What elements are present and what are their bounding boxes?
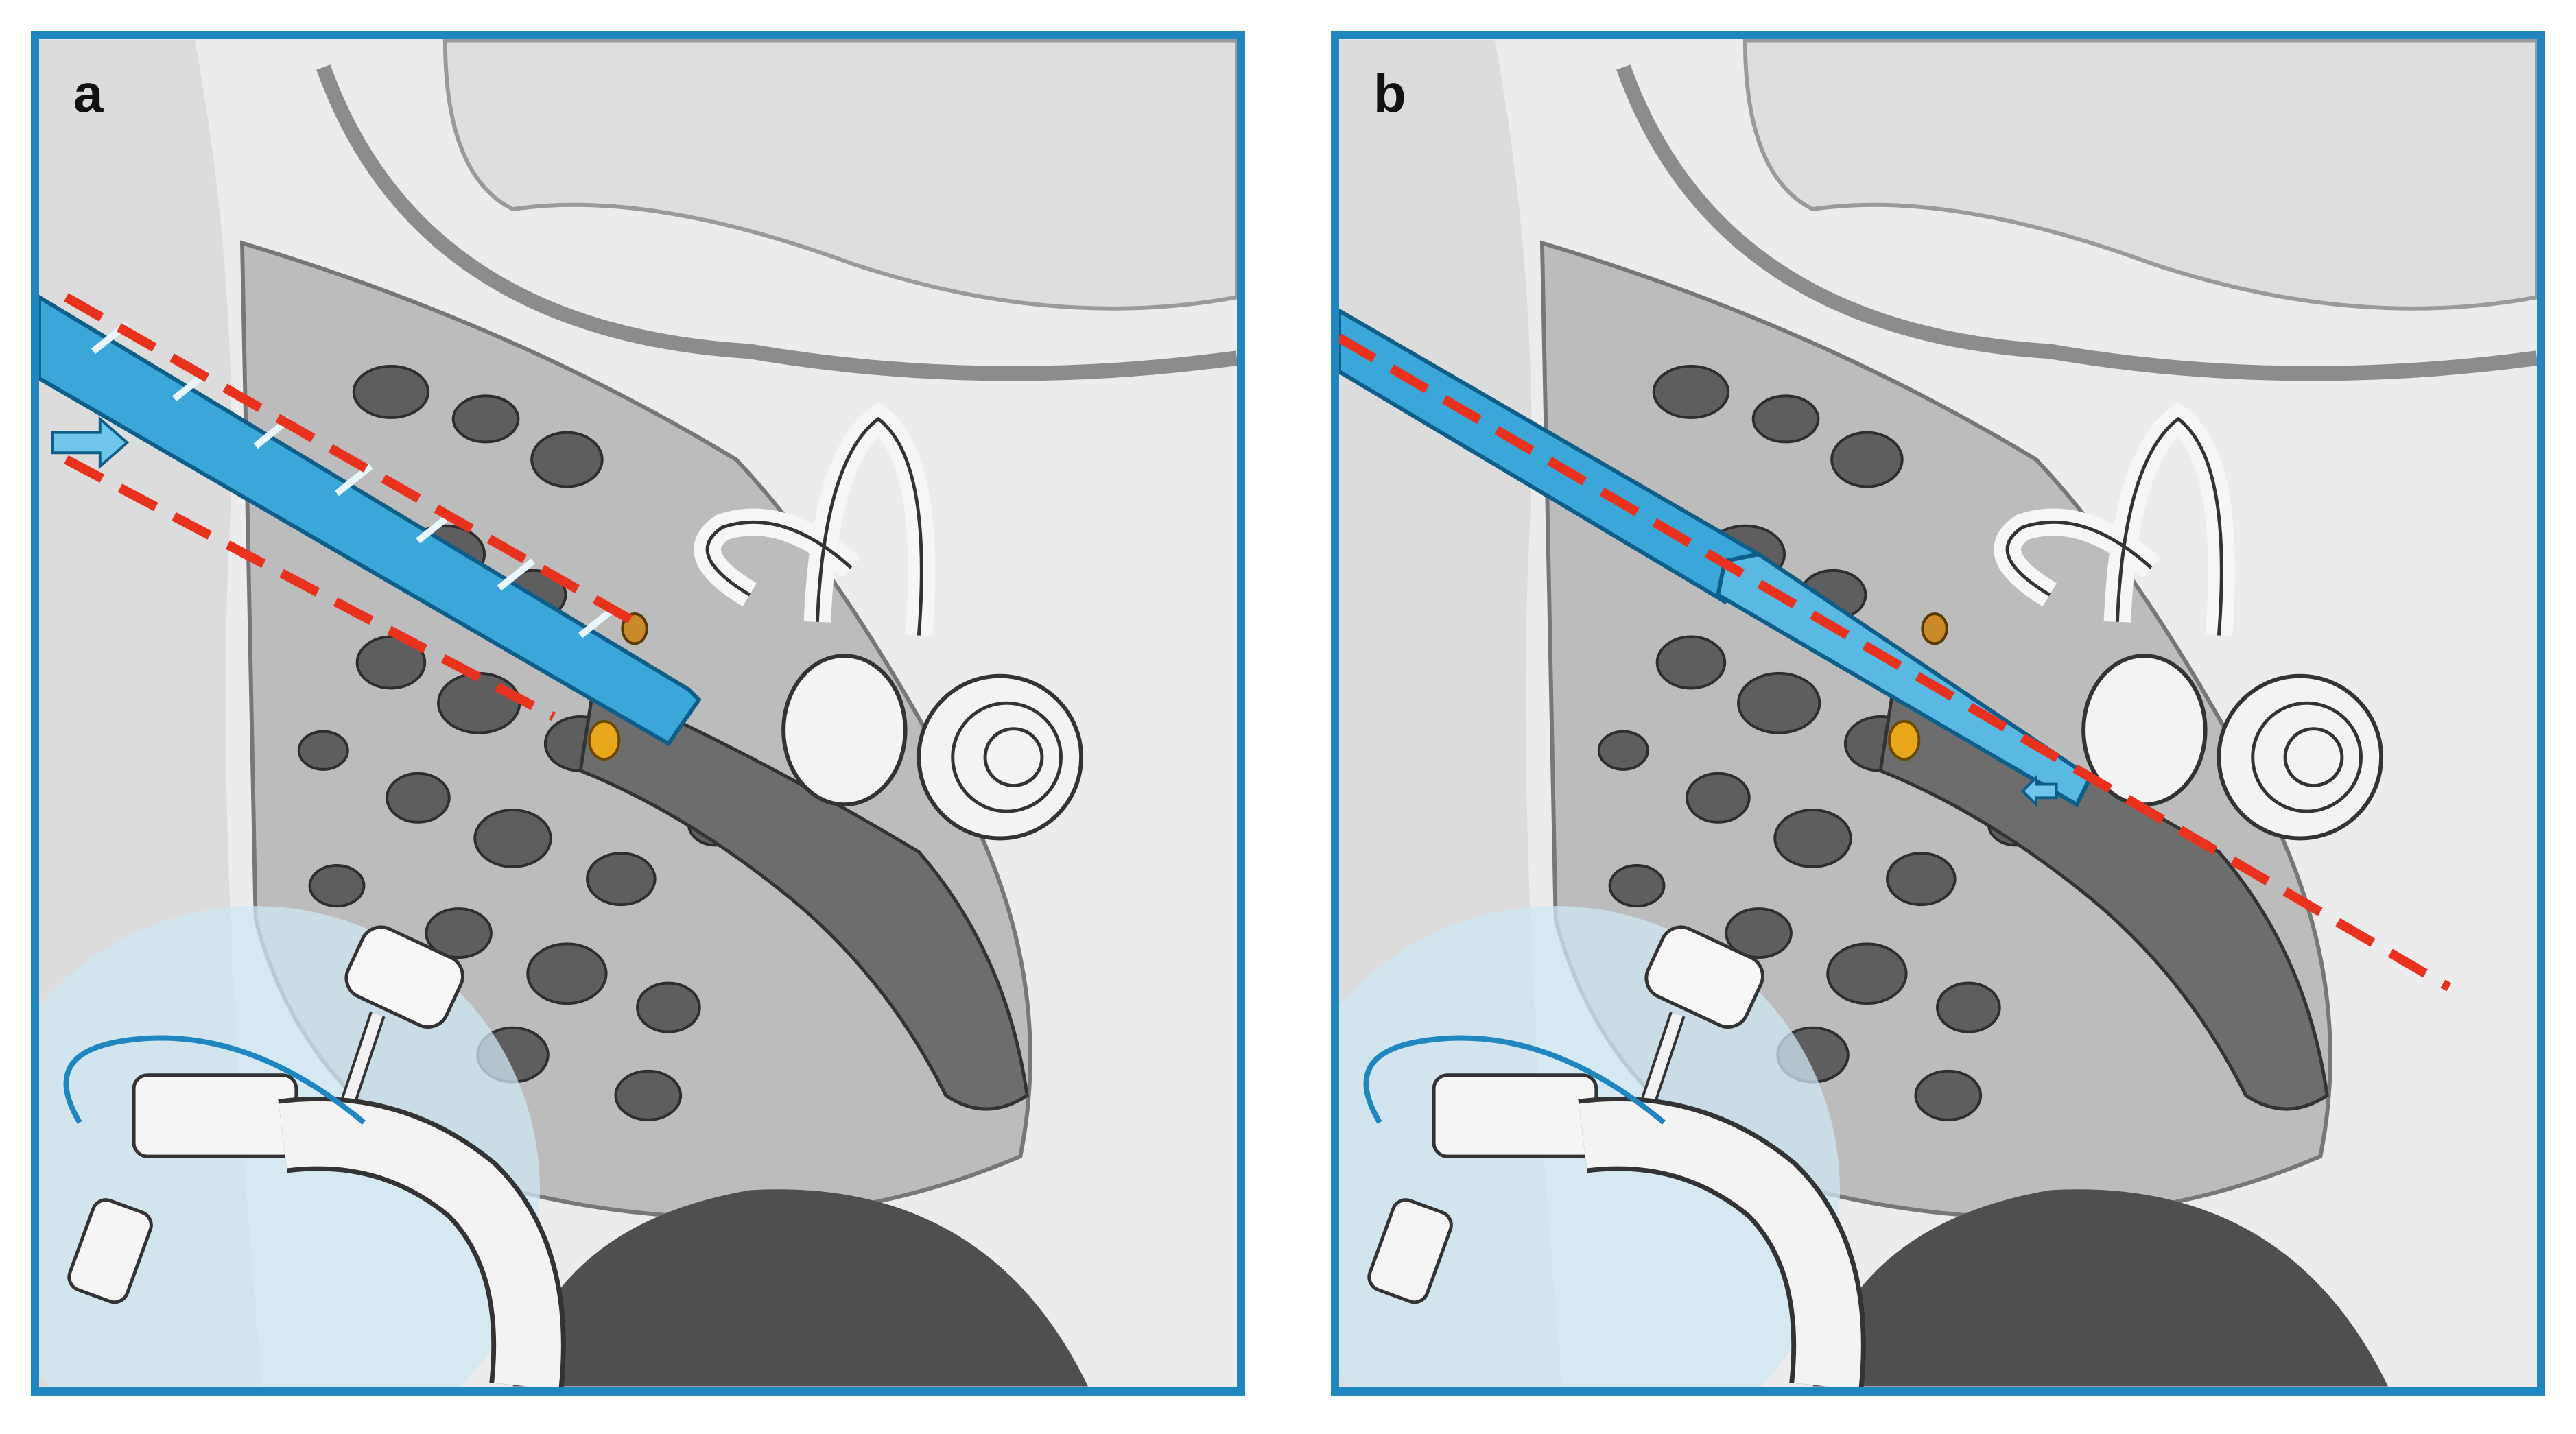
sigmoid-sinus-a bbox=[512, 1189, 1088, 1387]
facial-nerve-b bbox=[1888, 719, 1921, 761]
panel-label-b: b bbox=[1373, 63, 1406, 123]
illustration-a bbox=[39, 39, 1237, 1387]
panel-b: b bbox=[1331, 31, 2545, 1396]
trajectory-lines-a bbox=[64, 293, 637, 721]
brain-region-a bbox=[442, 39, 1237, 311]
panel-label-a: a bbox=[73, 63, 104, 123]
robot-inset-a bbox=[39, 906, 566, 1387]
dura-band-a bbox=[316, 64, 1237, 381]
illustration-b bbox=[1339, 39, 2537, 1387]
robot-inset-b bbox=[1339, 906, 1866, 1387]
drill-tool-a bbox=[39, 294, 702, 747]
direction-arrow-icon bbox=[51, 416, 130, 470]
cochlea-b bbox=[2217, 673, 2384, 841]
canal-outlines-b bbox=[2005, 416, 2223, 636]
canal-outlines-a bbox=[705, 416, 923, 636]
vestibule-a bbox=[781, 654, 908, 807]
brain-region-b bbox=[1742, 39, 2537, 311]
direction-arrow-icon-b bbox=[2020, 774, 2058, 808]
cochlea-a bbox=[917, 673, 1084, 841]
sigmoid-sinus-b bbox=[1812, 1189, 2388, 1387]
dura-band-b bbox=[1616, 64, 2537, 381]
facial-nerve-a bbox=[588, 719, 621, 761]
panel-a: a bbox=[31, 31, 1245, 1396]
trajectory-line-b bbox=[1339, 333, 2452, 992]
chorda-tympani-b bbox=[1921, 612, 1948, 645]
